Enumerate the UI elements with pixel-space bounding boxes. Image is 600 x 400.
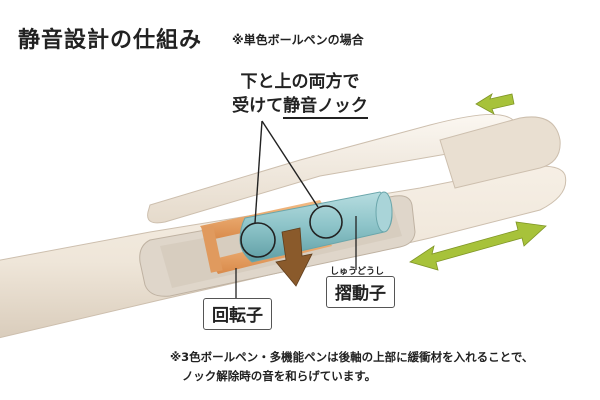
callout-line2-highlight: 静音ノック xyxy=(283,96,368,119)
callout-line1: 下と上の両方で xyxy=(240,72,360,92)
focus-circle-upper xyxy=(309,205,343,239)
callout-line-upper xyxy=(261,120,319,208)
slider-ruby: しゅうどうし xyxy=(330,267,385,277)
callout-line2-prefix: 受けて xyxy=(232,96,284,116)
footnote-line2: ノック解除時の音を和らげています。 xyxy=(182,369,377,383)
callout-line2: 受けて静音ノック xyxy=(0,94,600,119)
rotor-label: 回転子 xyxy=(203,298,272,330)
down-arrow xyxy=(275,227,313,287)
callout-line-lower xyxy=(254,120,263,224)
page-title: 静音設計の仕組み xyxy=(18,28,203,53)
double-arrow xyxy=(409,221,547,271)
slider-part xyxy=(239,191,393,263)
slider-label: 摺動子 xyxy=(326,276,395,308)
footnote-line1: ※3色ボールペン・多機能ペンは後軸の上部に緩衝材を入れることで、 xyxy=(170,350,534,364)
focus-circle-lower xyxy=(240,222,276,258)
title-note: ※単色ボールペンの場合 xyxy=(232,33,364,47)
footnote: ※3色ボールペン・多機能ペンは後軸の上部に緩衝材を入れることで、 ノック解除時の… xyxy=(170,348,590,386)
push-arrow xyxy=(475,93,515,115)
knock-button xyxy=(439,116,561,189)
callout-text: 下と上の両方で 受けて静音ノック xyxy=(0,70,600,119)
